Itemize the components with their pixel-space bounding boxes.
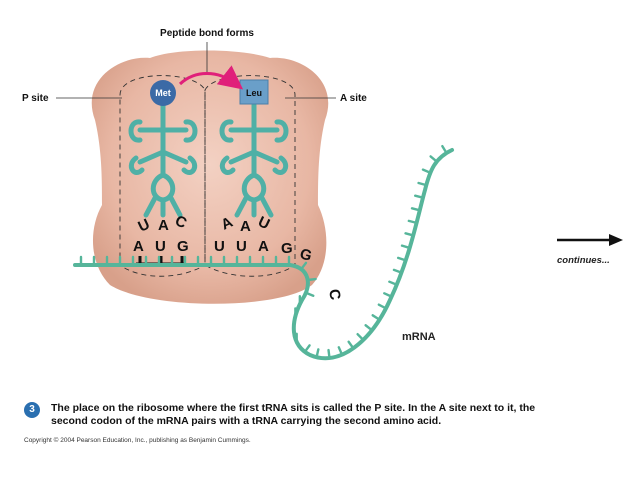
mrna-base-tick — [306, 277, 317, 282]
mrna-base-tick — [371, 314, 381, 321]
mrna-base-tick — [441, 144, 448, 155]
peptide-bond-label: Peptide bond forms — [160, 28, 254, 39]
p-site-label: P site — [22, 93, 49, 104]
codon-following-3: C — [325, 288, 344, 302]
copyright: Copyright © 2004 Pearson Education, Inc.… — [24, 437, 251, 444]
mrna-base-tick — [377, 303, 388, 310]
codon-following-2: G — [298, 245, 314, 264]
continues-label: continues... — [557, 255, 610, 266]
peptide-bond-arrow — [178, 65, 244, 90]
leu-amino-acid — [239, 79, 269, 105]
codon-second-2: U — [236, 238, 247, 255]
step-badge: 3 — [24, 402, 40, 418]
mrna-base-tick — [327, 348, 331, 360]
caption-text: The place on the ribosome where the firs… — [51, 402, 536, 427]
anticodon-a-2: A — [240, 218, 251, 235]
mrna-base-tick — [392, 268, 403, 274]
mrna-base-tick — [364, 324, 374, 332]
mrna-base-tick — [396, 256, 407, 262]
mrna-base-tick — [421, 168, 432, 174]
mrna-base-tick — [388, 280, 398, 286]
mrna-bases — [79, 144, 448, 360]
mrna-base-tick — [337, 346, 344, 356]
mrna-base-tick — [400, 244, 411, 250]
mrna-base-tick — [356, 332, 365, 342]
mrna-base-tick — [315, 348, 320, 359]
mrna-label: mRNA — [402, 331, 436, 343]
met-label: Met — [155, 88, 171, 98]
codon-first-3: G — [177, 238, 189, 255]
a-site-label: A site — [340, 93, 367, 104]
codon-second-1: U — [214, 238, 225, 255]
codon-second-3: A — [258, 238, 269, 255]
mrna-base-tick — [347, 340, 355, 350]
mrna-base-tick — [383, 292, 393, 298]
a-site-trna — [219, 102, 289, 218]
continues-arrow — [557, 234, 623, 246]
mrna-base-tick — [404, 232, 415, 237]
mrna-base-tick — [304, 291, 315, 297]
p-site-trna — [128, 102, 198, 218]
mrna-strand — [73, 148, 454, 361]
codon-following-1: G — [281, 240, 293, 257]
ribosome — [91, 50, 329, 304]
codon-first-1: A — [133, 238, 144, 255]
mrna-base-tick — [417, 181, 428, 187]
mrna-base-tick — [429, 155, 438, 163]
mrna-base-tick — [414, 194, 425, 199]
codon-first-2: U — [155, 238, 166, 255]
mrna-base-tick — [410, 207, 421, 212]
mrna-base-tick — [407, 219, 418, 225]
mrna-base-tick — [299, 261, 308, 271]
mrna-base-tick — [303, 344, 311, 354]
leu-label: Leu — [246, 88, 262, 98]
met-amino-acid — [150, 80, 176, 106]
anticodon-p-2: A — [158, 217, 169, 234]
